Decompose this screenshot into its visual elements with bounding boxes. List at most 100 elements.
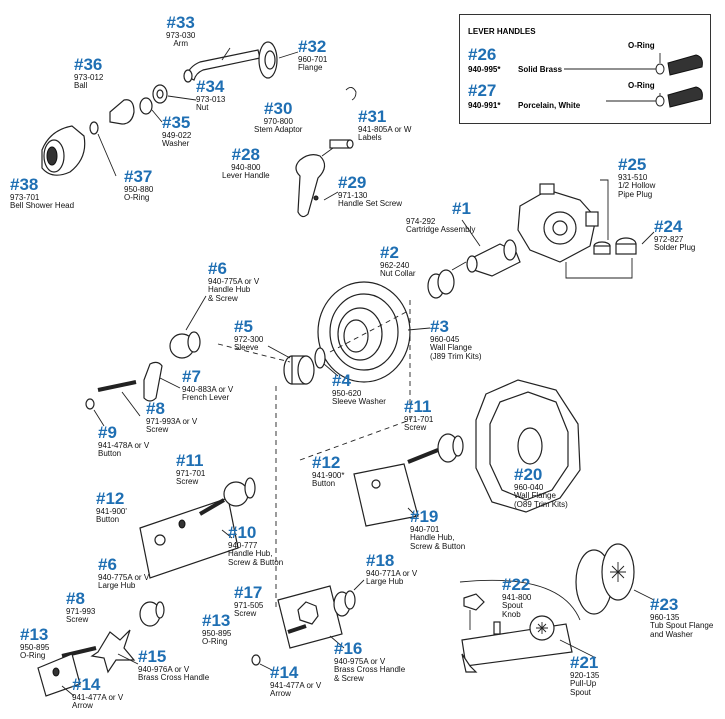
callout-37-text: 950-880 O-Ring <box>124 184 154 203</box>
callout-5-text: 972-300 Sleeve <box>234 334 264 353</box>
callout-13b-text: 950-895 O-Ring <box>202 628 232 647</box>
callout-35: #35 949-022 Washer <box>162 114 191 149</box>
callout-2-text: 962-240 Nut Collar <box>380 260 416 279</box>
callout-6b-text: 940-775A or V Large Hub <box>98 572 150 591</box>
callout-11a-text: 971-701 Screw <box>176 468 206 487</box>
callout-26-part: 940-995* <box>468 65 501 74</box>
callout-26-desc: Solid Brass <box>518 65 563 74</box>
callout-11a: #11 971-701 Screw <box>176 452 205 487</box>
callout-30-number: #30 <box>264 99 293 118</box>
callout-17: #17 971-505 Screw <box>234 584 263 619</box>
callout-4: #4 950-620 Sleeve Washer <box>332 372 386 407</box>
callout-33-number: #33 <box>166 13 195 32</box>
callout-10-number: #10 <box>228 523 257 542</box>
callout-1-text: 974-292 Cartridge Assembly <box>406 216 476 235</box>
lever-box-drawings <box>564 53 703 108</box>
callout-6a-text: 940-775A or V Handle Hub & Screw <box>208 276 260 303</box>
callout-9: #9 941-478A or V Button <box>98 424 149 459</box>
cartridge-drawing <box>466 239 521 277</box>
callout-12a-number: #12 <box>312 453 341 472</box>
callout-8b-number: #8 <box>66 589 85 608</box>
callout-9-text: 941-478A or V Button <box>98 440 150 459</box>
callout-6b-number: #6 <box>98 555 117 574</box>
valve-body-drawing <box>517 183 599 263</box>
callout-23-text: 960-135 Tub Spout Flange and Washer <box>650 612 714 639</box>
callout-10-text: 940-777 Handle Hub, Screw & Button <box>228 540 284 567</box>
callout-36-number: #36 <box>74 55 103 74</box>
callout-25: #25 931-510 1/2 Hollow Pipe Plug <box>618 156 655 199</box>
callout-8b-text: 971-993 Screw <box>66 606 96 625</box>
callout-8a: #8 971-993A or V Screw <box>146 400 197 435</box>
callout-34-number: #34 <box>196 77 225 96</box>
callout-38-number: #38 <box>10 175 39 194</box>
callout-1-number: #1 <box>452 199 471 218</box>
callout-3-number: #3 <box>430 317 449 336</box>
stem-adaptor-drawing <box>329 139 354 149</box>
callout-14b-number: #14 <box>270 663 299 682</box>
callout-16-number: #16 <box>334 639 363 658</box>
callout-31-text: 941-805A or W Labels <box>358 124 412 143</box>
callout-13b-number: #13 <box>202 611 231 630</box>
callout-23-number: #23 <box>650 595 679 614</box>
callout-13a: #13 950-895 O-Ring <box>20 626 49 661</box>
callout-9-number: #9 <box>98 423 117 442</box>
callout-6b: #6 940-775A or V Large Hub <box>98 556 149 591</box>
callout-12a-text: 941-900* Button <box>312 470 345 489</box>
callout-20-number: #20 <box>514 465 543 484</box>
oring-label-27: O-Ring <box>628 81 655 90</box>
sleeve-drawing <box>283 347 326 385</box>
callout-7: #7 940-883A or V French Lever <box>182 368 233 403</box>
oring-label-26: O-Ring <box>628 41 655 50</box>
lever-box-title: LEVER HANDLES <box>468 27 536 36</box>
callout-11b-number: #11 <box>404 397 432 416</box>
callout-24-number: #24 <box>654 217 683 236</box>
callout-13b: #13 950-895 O-Ring <box>202 612 231 647</box>
cross-handle-15-drawing <box>37 601 165 697</box>
callout-22: #22 941-800 Spout Knob <box>502 576 531 619</box>
callout-14a-text: 941-477A or V Arrow <box>72 692 124 711</box>
callout-12b: #12 941-900' Button <box>96 490 127 525</box>
french-lever-drawing <box>143 361 163 402</box>
ball-nut-washer-drawing <box>109 84 168 125</box>
callout-2-number: #2 <box>380 243 399 262</box>
pipe-plugs-drawing <box>593 237 637 255</box>
lever-handle-drawing <box>295 154 326 218</box>
callout-18-text: 940-771A or V Large Hub <box>366 568 418 587</box>
callout-32-text: 960-701 Flange <box>298 54 328 73</box>
callout-26-number: #26 <box>468 45 497 64</box>
callout-15-text: 940-976A or V Brass Cross Handle <box>138 664 210 683</box>
callout-11a-number: #11 <box>176 451 204 470</box>
callout-12a: #12 941-900* Button <box>312 454 344 489</box>
lever-handles-box: LEVER HANDLES O-Ring #26 940-995* Solid … <box>459 14 711 124</box>
callout-32-number: #32 <box>298 37 327 56</box>
callout-16-text: 940-975A or V Brass Cross Handle & Screw <box>334 656 406 683</box>
callout-38: #38 973-701 Bell Shower Head <box>10 176 74 211</box>
handle-hub-drawing <box>169 331 201 359</box>
callout-37-number: #37 <box>124 167 153 186</box>
callout-3: #3 960-045 Wall Flange (J89 Trim Kits) <box>430 318 482 361</box>
callout-6a-number: #6 <box>208 259 227 278</box>
callout-27-number: #27 <box>468 81 497 100</box>
callout-31-number: #31 <box>358 107 387 126</box>
callout-34: #34 973-013 Nut <box>196 78 225 113</box>
callout-13a-number: #13 <box>20 625 49 644</box>
callout-5: #5 972-300 Sleeve <box>234 318 263 353</box>
callout-29-text: 971-130 Handle Set Screw <box>338 190 403 209</box>
callout-27-desc: Porcelain, White <box>518 101 581 110</box>
callout-35-number: #35 <box>162 113 191 132</box>
callout-8a-number: #8 <box>146 399 165 418</box>
callout-28: #28 940-800 Lever Handle <box>222 146 270 181</box>
callout-29: #29 971-130 Handle Set Screw <box>338 174 402 209</box>
callout-14a-number: #14 <box>72 675 101 694</box>
bell-shower-head-drawing <box>41 121 99 176</box>
callout-24: #24 972-827 Solder Plug <box>654 218 695 253</box>
callout-35-text: 949-022 Washer <box>162 130 192 149</box>
handle-hub-19-drawing <box>353 433 464 527</box>
callout-14b: #14 941-477A or V Arrow <box>270 664 321 699</box>
tub-spout-flange-drawing <box>575 543 635 615</box>
callout-22-number: #22 <box>502 575 531 594</box>
callout-36-text: 973-012 Ball <box>74 72 104 91</box>
callout-16: #16 940-975A or V Brass Cross Handle & S… <box>334 640 405 683</box>
callout-25-text: 931-510 1/2 Hollow Pipe Plug <box>618 172 656 199</box>
